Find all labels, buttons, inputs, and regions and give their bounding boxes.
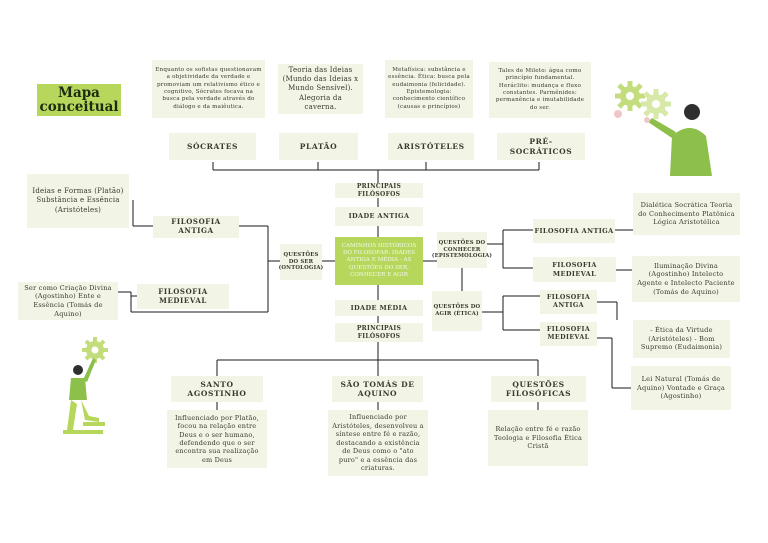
santo-agostinho-desc: Influenciado por Platão, focou na relaçã… xyxy=(167,410,267,468)
questoes-do-agir: QUESTÕES DO AGIR (ÉTICA) xyxy=(432,291,482,331)
socrates-desc: Enquanto os sofistas questionavam a obje… xyxy=(152,60,265,118)
agir-filosofia-medieval: FILOSOFIA MEDIEVAL xyxy=(540,322,597,346)
page-title: Mapa conceitual xyxy=(37,84,121,116)
agir-filosofia-antiga: FILOSOFIA ANTIGA xyxy=(540,290,597,314)
conhecer-filosofia-medieval-desc: Iluminação Divina (Agostinho) Intelecto … xyxy=(632,256,740,302)
socrates-label: SÓCRATES xyxy=(169,133,256,160)
agir-filosofia-medieval-desc: Lei Natural (Tomás de Aquino) Vontade e … xyxy=(631,366,731,410)
pre-socraticos-label: PRÉ- SOCRÁTICOS xyxy=(497,133,585,160)
santo-agostinho-label: SANTO AGOSTINHO xyxy=(171,376,263,402)
principais-filosofos-top: PRINCIPAIS FILÓSOFOS xyxy=(335,183,423,198)
filosofia-medieval-left-desc: Ser como Criação Divina (Agostinho) Ente… xyxy=(18,282,118,320)
filosofia-medieval-left: FILOSOFIA MEDIEVAL xyxy=(137,284,229,309)
questoes-do-conhecer: QUESTÕES DO CONHECER (EPISTEMOLOGIA) xyxy=(432,232,492,268)
platao-label: PLATÃO xyxy=(279,133,358,160)
gear-icon xyxy=(615,81,645,111)
questoes-filosoficas-label: QUESTÕES FILOSÓFICAS xyxy=(491,376,586,402)
aristoteles-label: ARISTÓTELES xyxy=(388,133,474,160)
page-title-line-2: conceitual xyxy=(39,99,119,115)
platao-desc: Teoria das Ideias (Mundo das Ideias x Mu… xyxy=(278,64,363,114)
gear-icon xyxy=(641,89,671,119)
person-climbing-illustration xyxy=(63,337,108,434)
idade-media: IDADE MÉDIA xyxy=(335,300,423,316)
idade-antiga: IDADE ANTIGA xyxy=(335,207,423,226)
person-gears-illustration xyxy=(614,81,712,176)
filosofia-antiga-left: FILOSOFIA ANTIGA xyxy=(153,216,239,238)
conhecer-filosofia-antiga-desc: Dialética Socrática Teoria do Conhecimen… xyxy=(633,193,740,235)
page-title-line-1: Mapa xyxy=(58,84,100,101)
sao-tomas-desc: Influenciado por Aristóteles, desenvolve… xyxy=(328,410,428,476)
questoes-filosoficas-desc: Relação entre fé e razão Teologia e Filo… xyxy=(488,410,588,466)
central-topic: CAMINHOS HISTÓRICOS DO FILOSOFAR: IDADES… xyxy=(335,237,423,285)
gear-icon xyxy=(82,337,108,363)
questoes-do-ser: QUESTÕES DO SER (ONTOLOGIA) xyxy=(279,244,323,280)
pre-socraticos-desc: Tales de Mileto: água como princípio fun… xyxy=(489,62,591,118)
sao-tomas-label: SÃO TOMÁS DE AQUINO xyxy=(332,376,423,402)
conhecer-filosofia-antiga: FILOSOFIA ANTIGA xyxy=(533,219,615,243)
aristoteles-desc: Metafísica: substância e essência. Ética… xyxy=(385,60,473,118)
principais-filosofos-bottom: PRINCIPAIS FILÓSOFOS xyxy=(335,323,423,342)
filosofia-antiga-left-desc: Ideias e Formas (Platão) Substância e Es… xyxy=(27,174,129,228)
conhecer-filosofia-medieval: FILOSOFIA MEDIEVAL xyxy=(533,257,616,282)
agir-filosofia-antiga-desc: - Ética da Virtude (Aristóteles) - Bom S… xyxy=(633,320,730,358)
